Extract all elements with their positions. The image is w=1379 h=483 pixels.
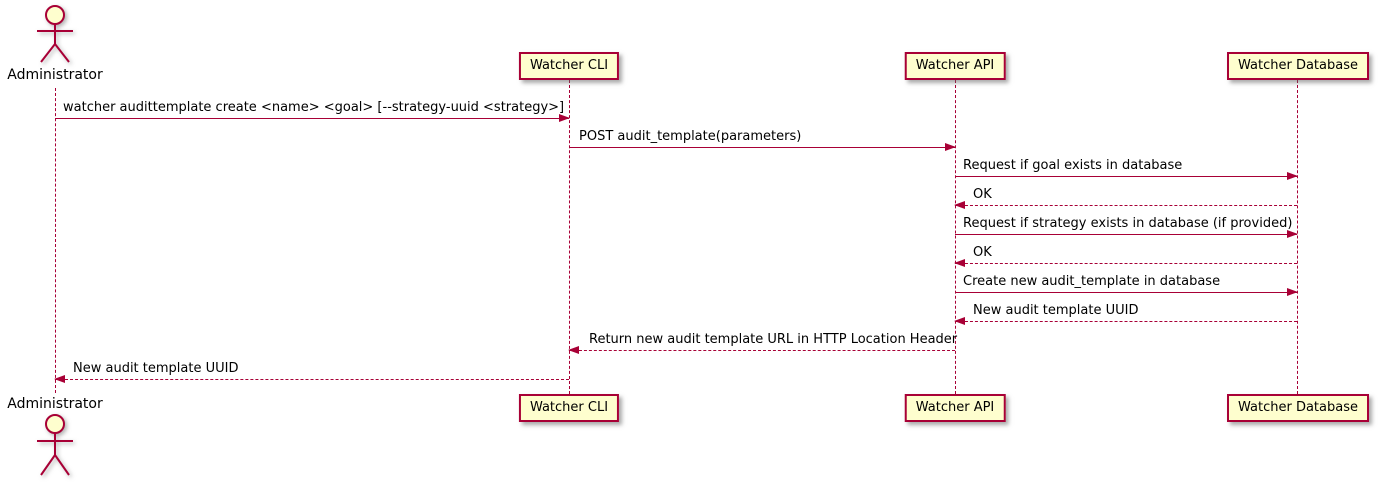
participant-watcher-cli-bottom: Watcher CLI <box>518 394 620 422</box>
message-line <box>955 263 1297 264</box>
message-label: Request if goal exists in database <box>963 158 1183 173</box>
message-line <box>955 176 1297 177</box>
arrowhead-right-icon <box>945 143 956 151</box>
message-line <box>55 379 569 380</box>
message-label: Request if strategy exists in database (… <box>963 216 1293 231</box>
arrowhead-left-icon <box>954 317 965 325</box>
message-line <box>569 350 955 351</box>
message-line <box>955 234 1297 235</box>
message-line <box>55 118 569 119</box>
message-label: New audit template UUID <box>73 361 239 376</box>
arrowhead-left-icon <box>954 259 965 267</box>
message-line <box>569 147 955 148</box>
participant-watcher-database-top: Watcher Database <box>1227 52 1369 80</box>
arrowhead-left-icon <box>54 375 65 383</box>
participant-watcher-api-bottom: Watcher API <box>904 394 1006 422</box>
message-line <box>955 292 1297 293</box>
lifeline-watcher-api <box>955 80 956 394</box>
arrowhead-right-icon <box>559 114 570 122</box>
message-label: Create new audit_template in database <box>963 274 1221 289</box>
message-label: watcher audittemplate create <name> <goa… <box>63 100 565 115</box>
participant-watcher-api-top: Watcher API <box>904 52 1006 80</box>
participant-watcher-database-bottom: Watcher Database <box>1227 394 1369 422</box>
arrowhead-left-icon <box>568 346 579 354</box>
participant-watcher-cli-top: Watcher CLI <box>518 52 620 80</box>
arrowhead-right-icon <box>1287 288 1298 296</box>
message-label: POST audit_template(parameters) <box>579 129 802 144</box>
lifeline-administrator <box>55 88 56 393</box>
message-line <box>955 321 1297 322</box>
message-label: OK <box>973 245 992 260</box>
message-label: New audit template UUID <box>973 303 1139 318</box>
actor-icon <box>37 414 73 476</box>
arrowhead-left-icon <box>954 201 965 209</box>
lifeline-watcher-cli <box>569 80 570 394</box>
actor-label-bottom: Administrator <box>7 396 103 412</box>
message-line <box>955 205 1297 206</box>
arrowhead-right-icon <box>1287 172 1298 180</box>
actor-icon <box>37 5 73 63</box>
message-label: OK <box>973 187 992 202</box>
message-label: Return new audit template URL in HTTP Lo… <box>589 332 958 347</box>
actor-label-top: Administrator <box>7 67 103 83</box>
arrowhead-right-icon <box>1287 230 1298 238</box>
